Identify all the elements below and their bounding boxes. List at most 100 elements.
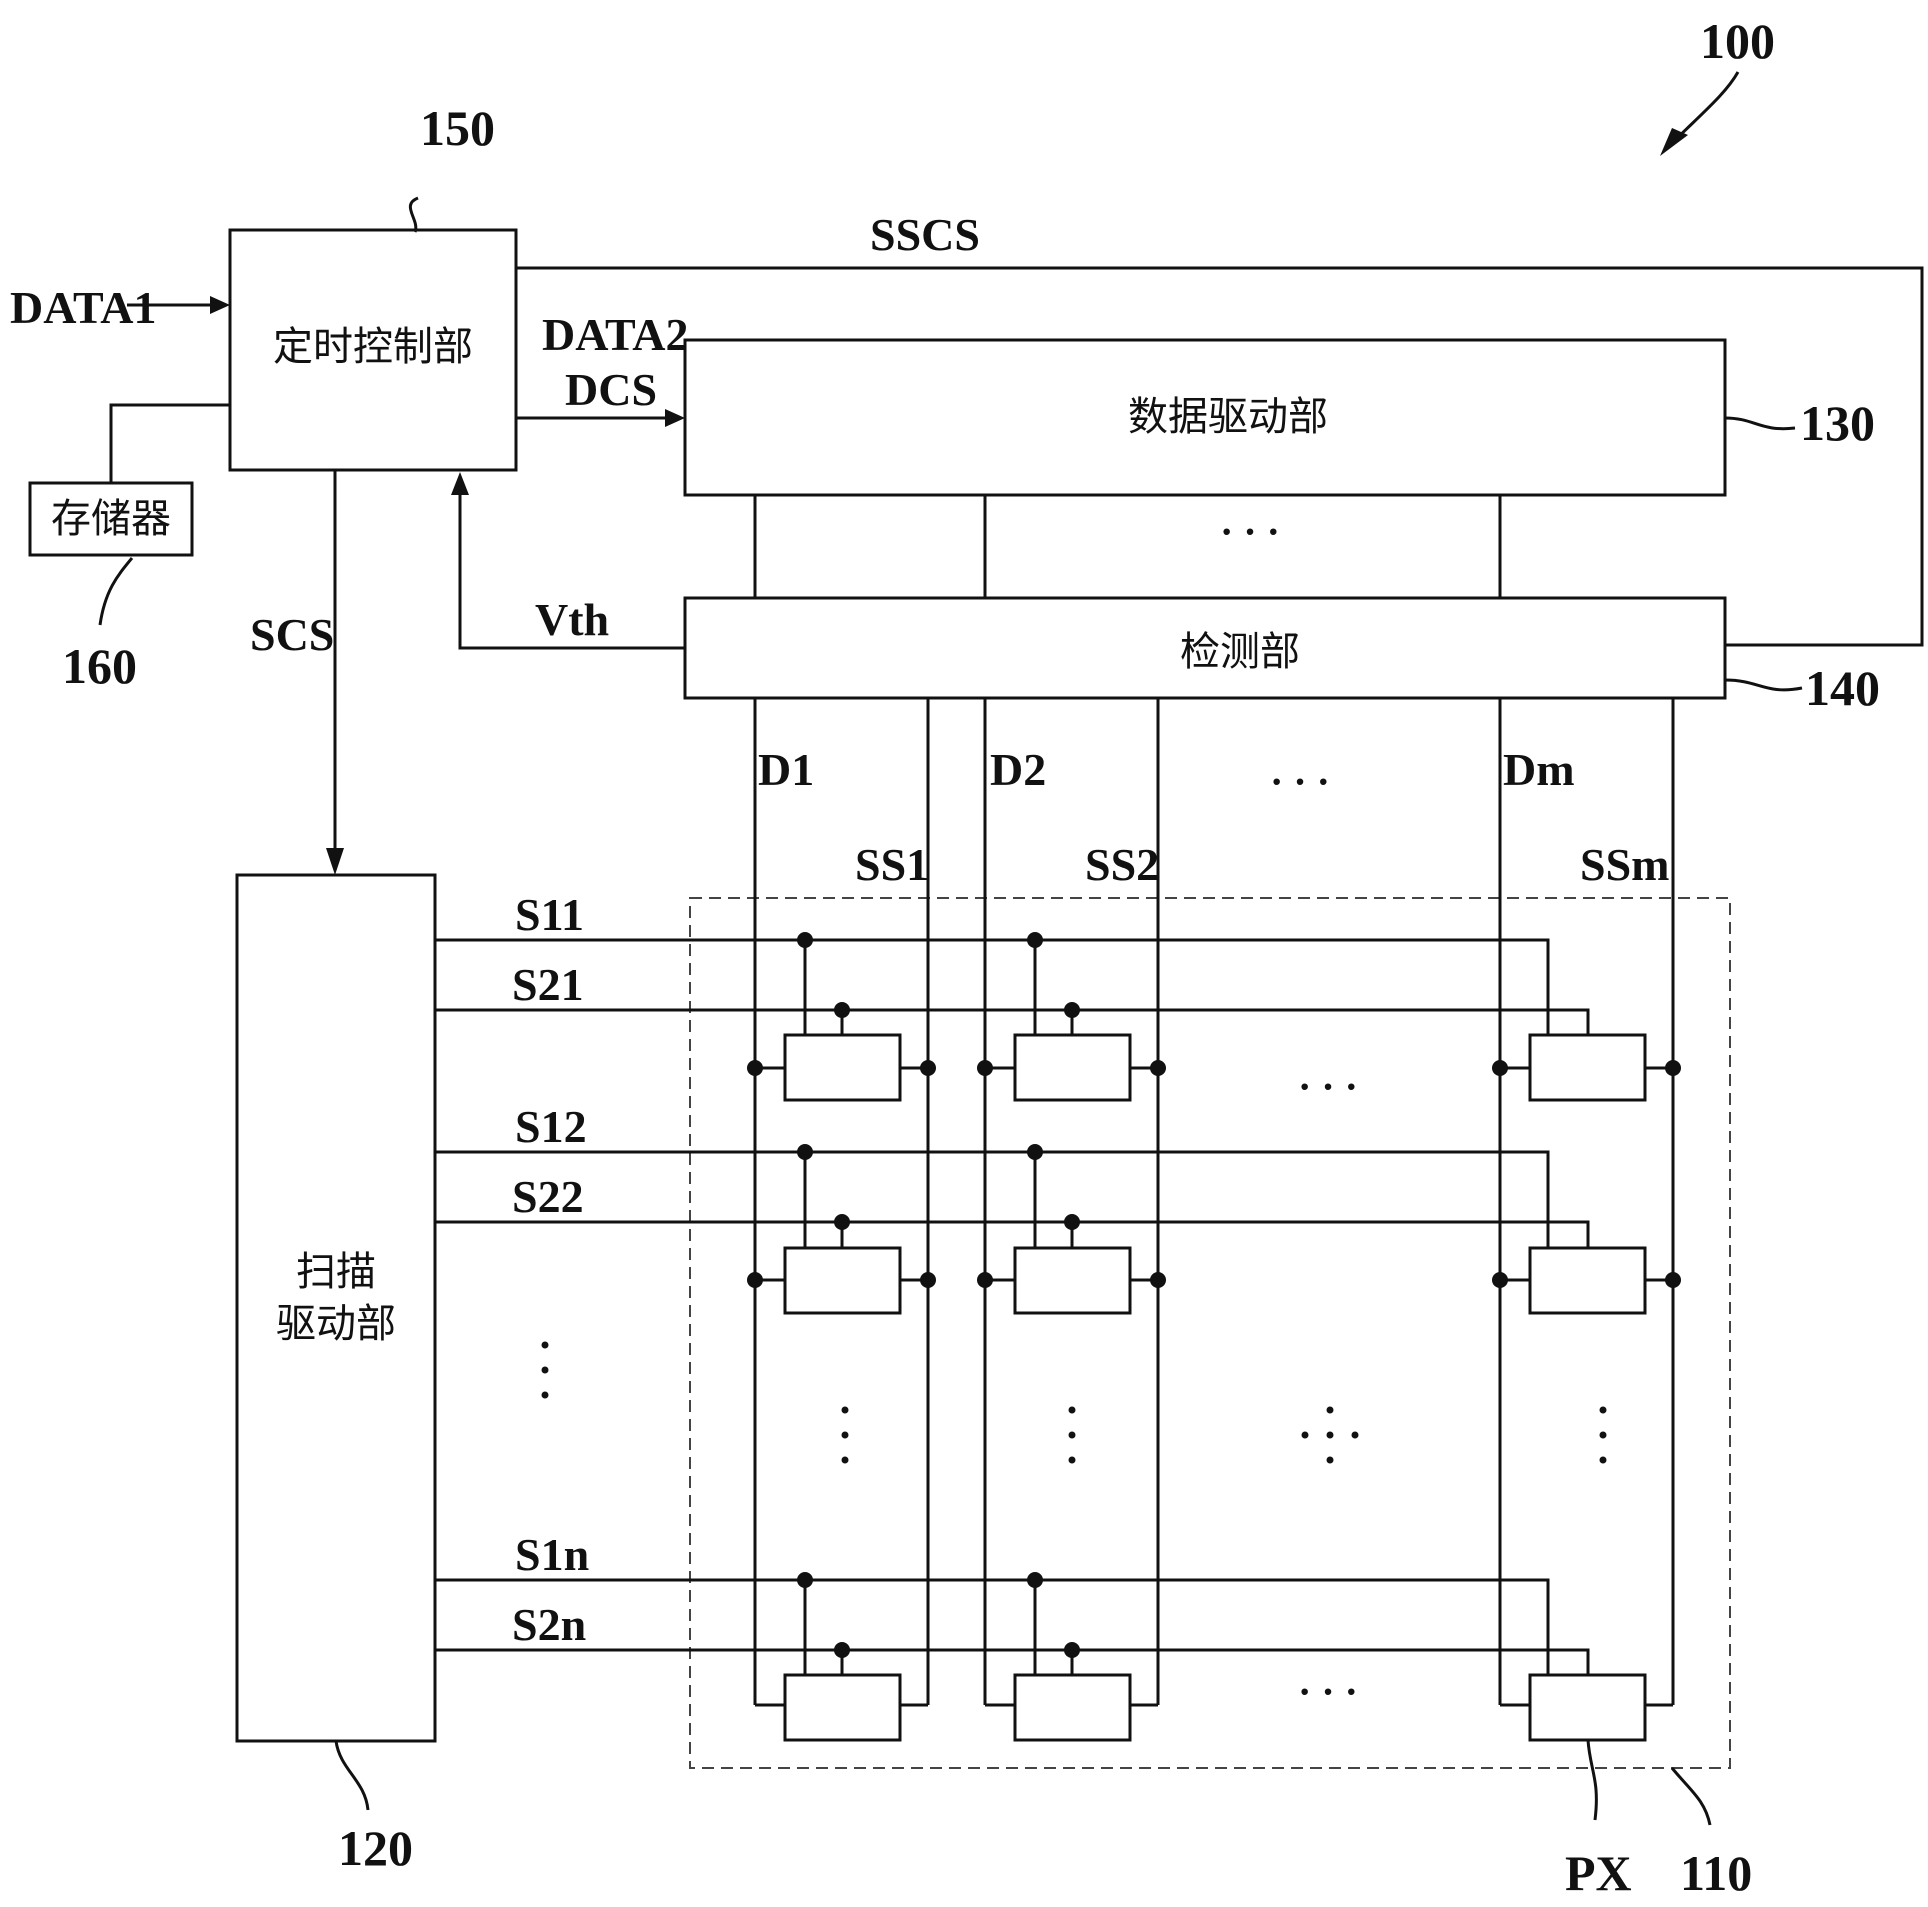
vertical-ellipsis-scan (541, 1341, 549, 1399)
scan-line-label-s21: S21 (512, 959, 584, 1010)
sensing-line-label-ss2: SS2 (1085, 839, 1159, 890)
pixel-row-1: · · · (747, 932, 1681, 1109)
pixel (1013, 1246, 1132, 1315)
ellipsis-dd: · · · (1220, 509, 1280, 554)
junction-dot (797, 1144, 813, 1160)
scan-driver-label-line1: 扫描 (296, 1249, 376, 1295)
data1-arrowhead (210, 296, 230, 314)
pixel-px (1528, 1673, 1647, 1742)
ref-160-leader (98, 557, 134, 626)
vth-signal-label: Vth (535, 594, 609, 645)
ref-130-label: 130 (1800, 395, 1875, 451)
junction-dot (1064, 1642, 1080, 1658)
diagonal-ellipsis-center (1301, 1406, 1359, 1464)
junction-dot (1150, 1060, 1166, 1076)
ellipsis-dot (541, 1366, 549, 1374)
ref-px-label: PX (1565, 1845, 1632, 1901)
scs-arrowhead (326, 848, 344, 875)
scan-line-label-s1n: S1n (515, 1529, 589, 1580)
vth-arrowhead (451, 472, 469, 495)
scan-line-s2n (435, 1648, 1590, 1675)
ref-140-leader (1724, 678, 1803, 692)
ellipsis-dot (1068, 1456, 1076, 1464)
memory-link-line (109, 403, 230, 483)
ellipsis-dot (1351, 1431, 1359, 1439)
ref-110-leader (1670, 1767, 1712, 1826)
ellipsis-dot (1301, 1431, 1309, 1439)
vertical-ellipsis-col-m (1599, 1406, 1607, 1464)
ellipsis-row-n: · · · (1298, 1669, 1358, 1714)
junction-dot (1665, 1272, 1681, 1288)
data-line-label-d1: D1 (758, 744, 814, 795)
timing-controller-box (228, 228, 518, 472)
sensing-unit-label: 检测部 (1180, 629, 1300, 675)
junction-dot (1150, 1272, 1166, 1288)
timing-controller-label: 定时控制部 (273, 324, 473, 370)
pixel (1013, 1673, 1132, 1742)
ref-160-label: 160 (62, 638, 137, 694)
scan-line-label-s12: S12 (515, 1101, 587, 1152)
ellipsis-dot (1326, 1456, 1334, 1464)
vertical-ellipsis-col-2 (1068, 1406, 1076, 1464)
scan-line-label-s2n: S2n (512, 1599, 586, 1650)
ref-140-label: 140 (1805, 660, 1880, 716)
ellipsis-dot (1326, 1406, 1334, 1414)
ellipsis-row-1: · · · (1298, 1064, 1358, 1109)
pixel-gate-links (803, 1580, 844, 1675)
pixel-gate-links (803, 940, 844, 1035)
pixel-row-2 (747, 1144, 1681, 1315)
pixel-gate-links (1033, 1152, 1074, 1248)
scan-line-label-s22: S22 (512, 1171, 584, 1222)
pixel (1528, 1246, 1647, 1315)
ref-120-label: 120 (338, 1820, 413, 1876)
ellipsis-dot (1599, 1431, 1607, 1439)
junction-dot (747, 1272, 763, 1288)
sscs-signal-label: SSCS (870, 209, 980, 260)
junction-dot (1064, 1214, 1080, 1230)
junction-dot (1064, 1002, 1080, 1018)
data-line-label-dm: Dm (1503, 744, 1575, 795)
pixel (1528, 1033, 1647, 1102)
ref-110-label: 110 (1680, 1845, 1752, 1901)
ellipsis-dot (541, 1391, 549, 1399)
junction-dot (797, 1572, 813, 1588)
pixel (783, 1033, 902, 1102)
ellipsis-dot (841, 1406, 849, 1414)
pixel-gate-links (803, 1152, 844, 1248)
junction-dot (920, 1060, 936, 1076)
scan-line-s22 (435, 1220, 1590, 1248)
sensing-line-label-ss1: SS1 (855, 839, 929, 890)
scan-line-s12 (435, 1150, 1550, 1248)
junction-dot (834, 1002, 850, 1018)
ref-100-label: 100 (1700, 13, 1775, 69)
junction-dot (747, 1060, 763, 1076)
ref-120-leader (334, 1740, 370, 1811)
ref-px-leader (1586, 1739, 1598, 1821)
pixel-gate-links (1033, 940, 1074, 1035)
data-driver-box (683, 338, 1727, 497)
junction-dot (977, 1060, 993, 1076)
ref-100-arrowhead (1660, 128, 1688, 156)
scs-signal-label: SCS (250, 609, 334, 660)
ellipsis-dot (841, 1456, 849, 1464)
junction-dot (1027, 1144, 1043, 1160)
ellipsis-dot (1326, 1431, 1334, 1439)
junction-dot (834, 1214, 850, 1230)
ellipsis-dot (1068, 1431, 1076, 1439)
pixel-row-n: · · · (755, 1572, 1673, 1742)
scan-driver-label-line2: 驱动部 (276, 1301, 396, 1347)
junction-dot (1027, 1572, 1043, 1588)
junction-dot (797, 932, 813, 948)
sensing-line-label-ssm: SSm (1580, 839, 1669, 890)
data-driver-label: 数据驱动部 (1128, 394, 1328, 440)
memory-label: 存储器 (51, 496, 171, 542)
junction-dot (1027, 932, 1043, 948)
scan-line-label-s11: S11 (515, 889, 584, 940)
dcs-signal-label: DCS (565, 364, 657, 415)
pixel (783, 1246, 902, 1315)
ellipsis-dot (1599, 1406, 1607, 1414)
sscs-line (516, 266, 1924, 647)
scan-line-s1n (435, 1578, 1550, 1675)
scan-driver-box (235, 873, 437, 1743)
